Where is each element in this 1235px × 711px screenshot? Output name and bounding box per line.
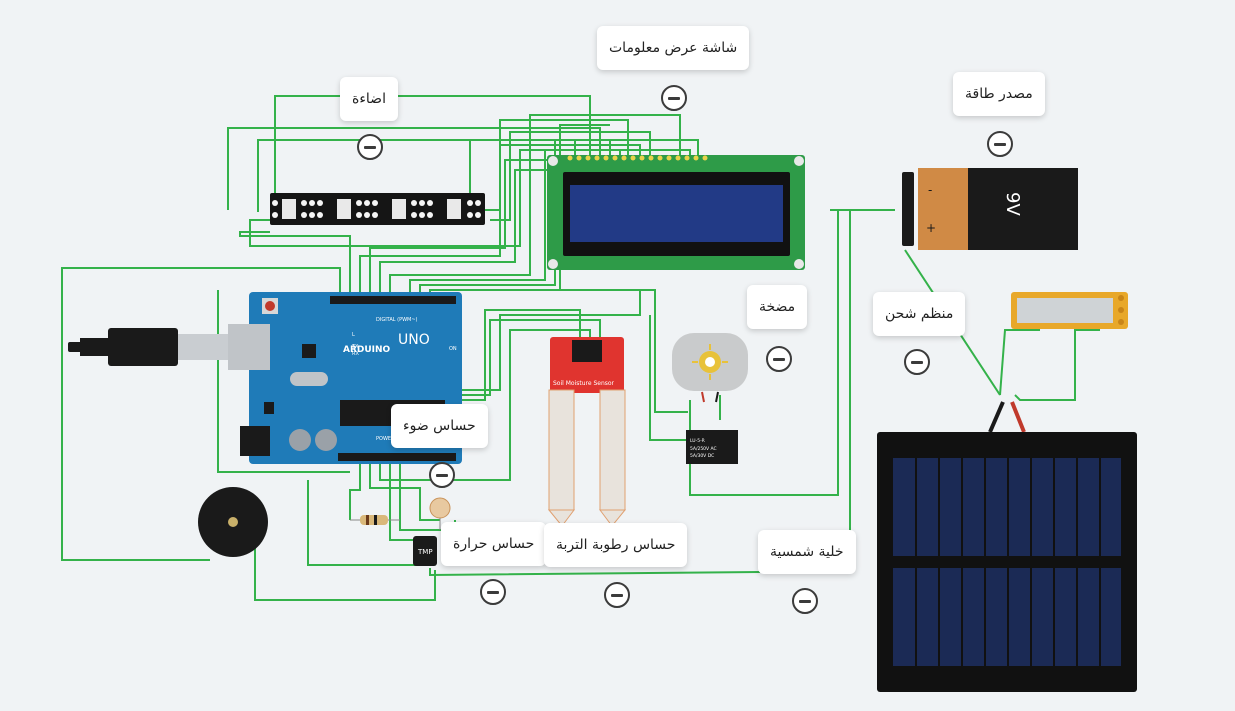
tmp-code-label: TMP (417, 548, 433, 556)
minus-circle-icon[interactable] (792, 588, 818, 614)
light-sensor-label: حساس ضوء (403, 418, 476, 434)
relay-line3: 5A/30V DC (690, 453, 714, 459)
power-header-label: POWER (376, 436, 395, 442)
relay-line2: 5A/250V AC (690, 446, 717, 452)
battery-plus-sign: + (926, 221, 936, 235)
soil-sensor-board-text: Soil Moisture Sensor (553, 380, 615, 387)
on-label: ON (449, 346, 457, 352)
callout-power-source[interactable]: مصدر طاقة (953, 72, 1045, 116)
callout-display[interactable]: شاشة عرض معلومات (597, 26, 750, 70)
battery-minus-sign: - (928, 183, 932, 197)
callout-fan[interactable]: مضخة (747, 285, 808, 329)
buzzer[interactable] (198, 487, 268, 557)
arduino-model-label: UNO (398, 332, 430, 348)
soil-moisture-sensor[interactable]: Soil Moisture Sensor (547, 337, 627, 527)
callout-lights[interactable]: اضاءة (340, 77, 398, 121)
tx-label: TX (351, 344, 359, 350)
display-label: شاشة عرض معلومات (609, 40, 738, 56)
photoresistor[interactable] (429, 497, 451, 530)
minus-circle-icon[interactable] (604, 582, 630, 608)
rx-label: RX (352, 351, 359, 357)
sun-gear-icon (692, 344, 728, 380)
arduino-brand-label: ARDUINO (343, 345, 391, 355)
minus-circle-icon[interactable] (766, 346, 792, 372)
l-label: L (352, 332, 355, 338)
power-source-label: مصدر طاقة (965, 86, 1033, 102)
soil-sensor-label: حساس رطوبة التربة (556, 537, 676, 553)
solar-cell-label: خلية شمسية (770, 544, 844, 560)
minus-circle-icon[interactable] (480, 579, 506, 605)
minus-circle-icon[interactable] (357, 134, 383, 160)
resistor[interactable] (350, 515, 400, 525)
lights-label: اضاءة (352, 91, 386, 107)
minus-circle-icon[interactable] (661, 85, 687, 111)
callout-charge-regulator[interactable]: منظم شحن (873, 292, 966, 336)
usb-cable-icon[interactable] (68, 328, 228, 366)
callout-solar-cell[interactable]: خلية شمسية (758, 530, 856, 574)
relay[interactable]: LU-5-R 5A/250V AC 5A/30V DC (686, 430, 738, 464)
relay-line1: LU-5-R (690, 438, 705, 444)
temperature-sensor[interactable]: TMP (413, 536, 437, 566)
callout-temperature-sensor[interactable]: حساس حرارة (441, 522, 547, 566)
lcd-display[interactable] (547, 155, 805, 270)
minus-circle-icon[interactable] (987, 131, 1013, 157)
wires[interactable] (61, 95, 1100, 601)
fan-motor[interactable] (672, 333, 748, 403)
temperature-sensor-label: حساس حرارة (453, 536, 535, 552)
battery-voltage: 9V (1002, 192, 1023, 216)
solar-panel[interactable] (877, 401, 1137, 692)
minus-circle-icon[interactable] (904, 349, 930, 375)
digital-header-label: DIGITAL (PWM~) (376, 317, 418, 323)
minus-circle-icon[interactable] (429, 462, 455, 488)
battery-9v[interactable]: - + 9V (902, 168, 1078, 250)
led-strip[interactable] (270, 193, 485, 225)
charge-regulator-label: منظم شحن (885, 306, 954, 322)
charge-regulator[interactable] (1011, 292, 1128, 329)
callout-soil-sensor[interactable]: حساس رطوبة التربة (544, 523, 688, 567)
fan-label: مضخة (759, 299, 796, 315)
callout-light-sensor[interactable]: حساس ضوء (391, 404, 488, 448)
